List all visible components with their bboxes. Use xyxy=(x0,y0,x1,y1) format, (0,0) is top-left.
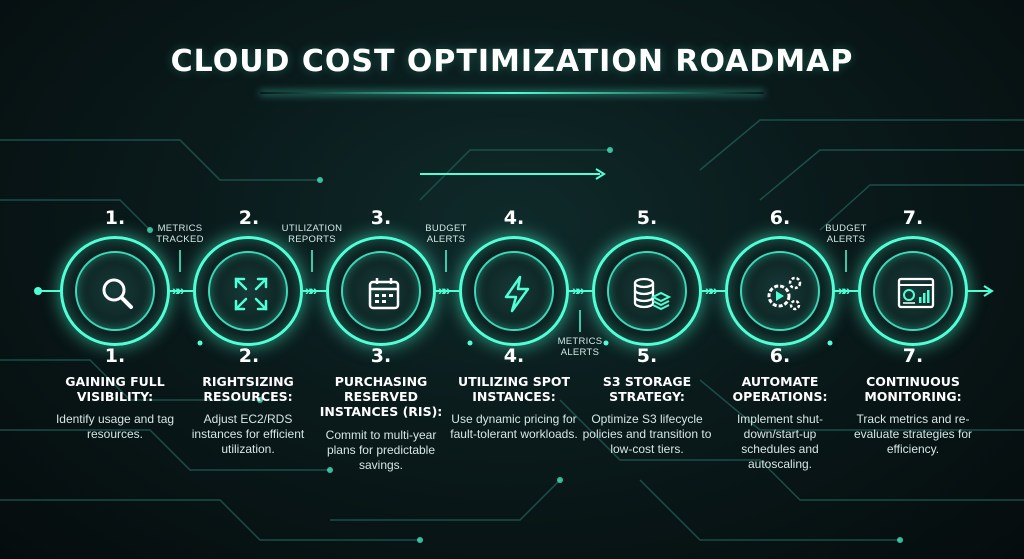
step-number-top: 4. xyxy=(503,207,525,229)
step-number-bottom: 4. xyxy=(503,345,525,367)
step-node-reserved xyxy=(326,236,436,346)
step-description: Commit to multi-year plans for predictab… xyxy=(325,428,437,472)
step-description: Implement shut-down/start-up schedules a… xyxy=(736,412,824,471)
step-description: Adjust EC2/RDS instances for efficient u… xyxy=(191,412,305,456)
storage-icon xyxy=(633,277,672,311)
step-node-visibility xyxy=(60,236,170,346)
step-number-top: 6. xyxy=(769,207,791,229)
resize-arrows-icon xyxy=(234,277,268,311)
step-number-top: 2. xyxy=(238,207,260,229)
dashboard-icon xyxy=(897,277,935,309)
gears-play-icon xyxy=(767,276,802,311)
step-number-bottom: 1. xyxy=(104,345,126,367)
step-description: Identify usage and tag resources. xyxy=(55,412,175,441)
chevron-right-icon: »» xyxy=(838,282,850,298)
step-number-bottom: 2. xyxy=(238,345,260,367)
step-node-monitoring xyxy=(858,236,968,346)
step-number-top: 3. xyxy=(370,207,392,229)
step-number-bottom: 3. xyxy=(370,345,392,367)
magnifier-icon xyxy=(102,278,133,309)
step-number-bottom: 7. xyxy=(902,345,924,367)
chevron-right-icon: »» xyxy=(572,282,584,298)
chevron-right-icon: »» xyxy=(705,282,717,298)
page-title: CLOUD COST OPTIMIZATION ROADMAP xyxy=(170,44,854,79)
step-number-bottom: 6. xyxy=(769,345,791,367)
chevron-right-icon: »» xyxy=(438,282,450,298)
calendar-icon xyxy=(368,278,400,310)
step-number-top: 7. xyxy=(902,207,924,229)
step-description: Use dynamic pricing for fault-tolerant w… xyxy=(450,412,578,441)
title-underline xyxy=(260,92,764,94)
step-number-bottom: 5. xyxy=(636,345,658,367)
chevron-right-icon: »» xyxy=(305,282,317,298)
step-number-top: 5. xyxy=(636,207,658,229)
step-node-automate xyxy=(725,236,835,346)
lightning-icon xyxy=(504,275,530,313)
step-number-top: 1. xyxy=(104,207,126,229)
step-description: Optimize S3 lifecycle policies and trans… xyxy=(582,412,712,456)
step-node-storage xyxy=(592,236,702,346)
step-node-spot xyxy=(459,236,569,346)
step-description: Track metrics and re-evaluate strategies… xyxy=(853,412,973,456)
chevron-right-icon: »» xyxy=(172,282,184,298)
step-node-rightsizing xyxy=(193,236,303,346)
